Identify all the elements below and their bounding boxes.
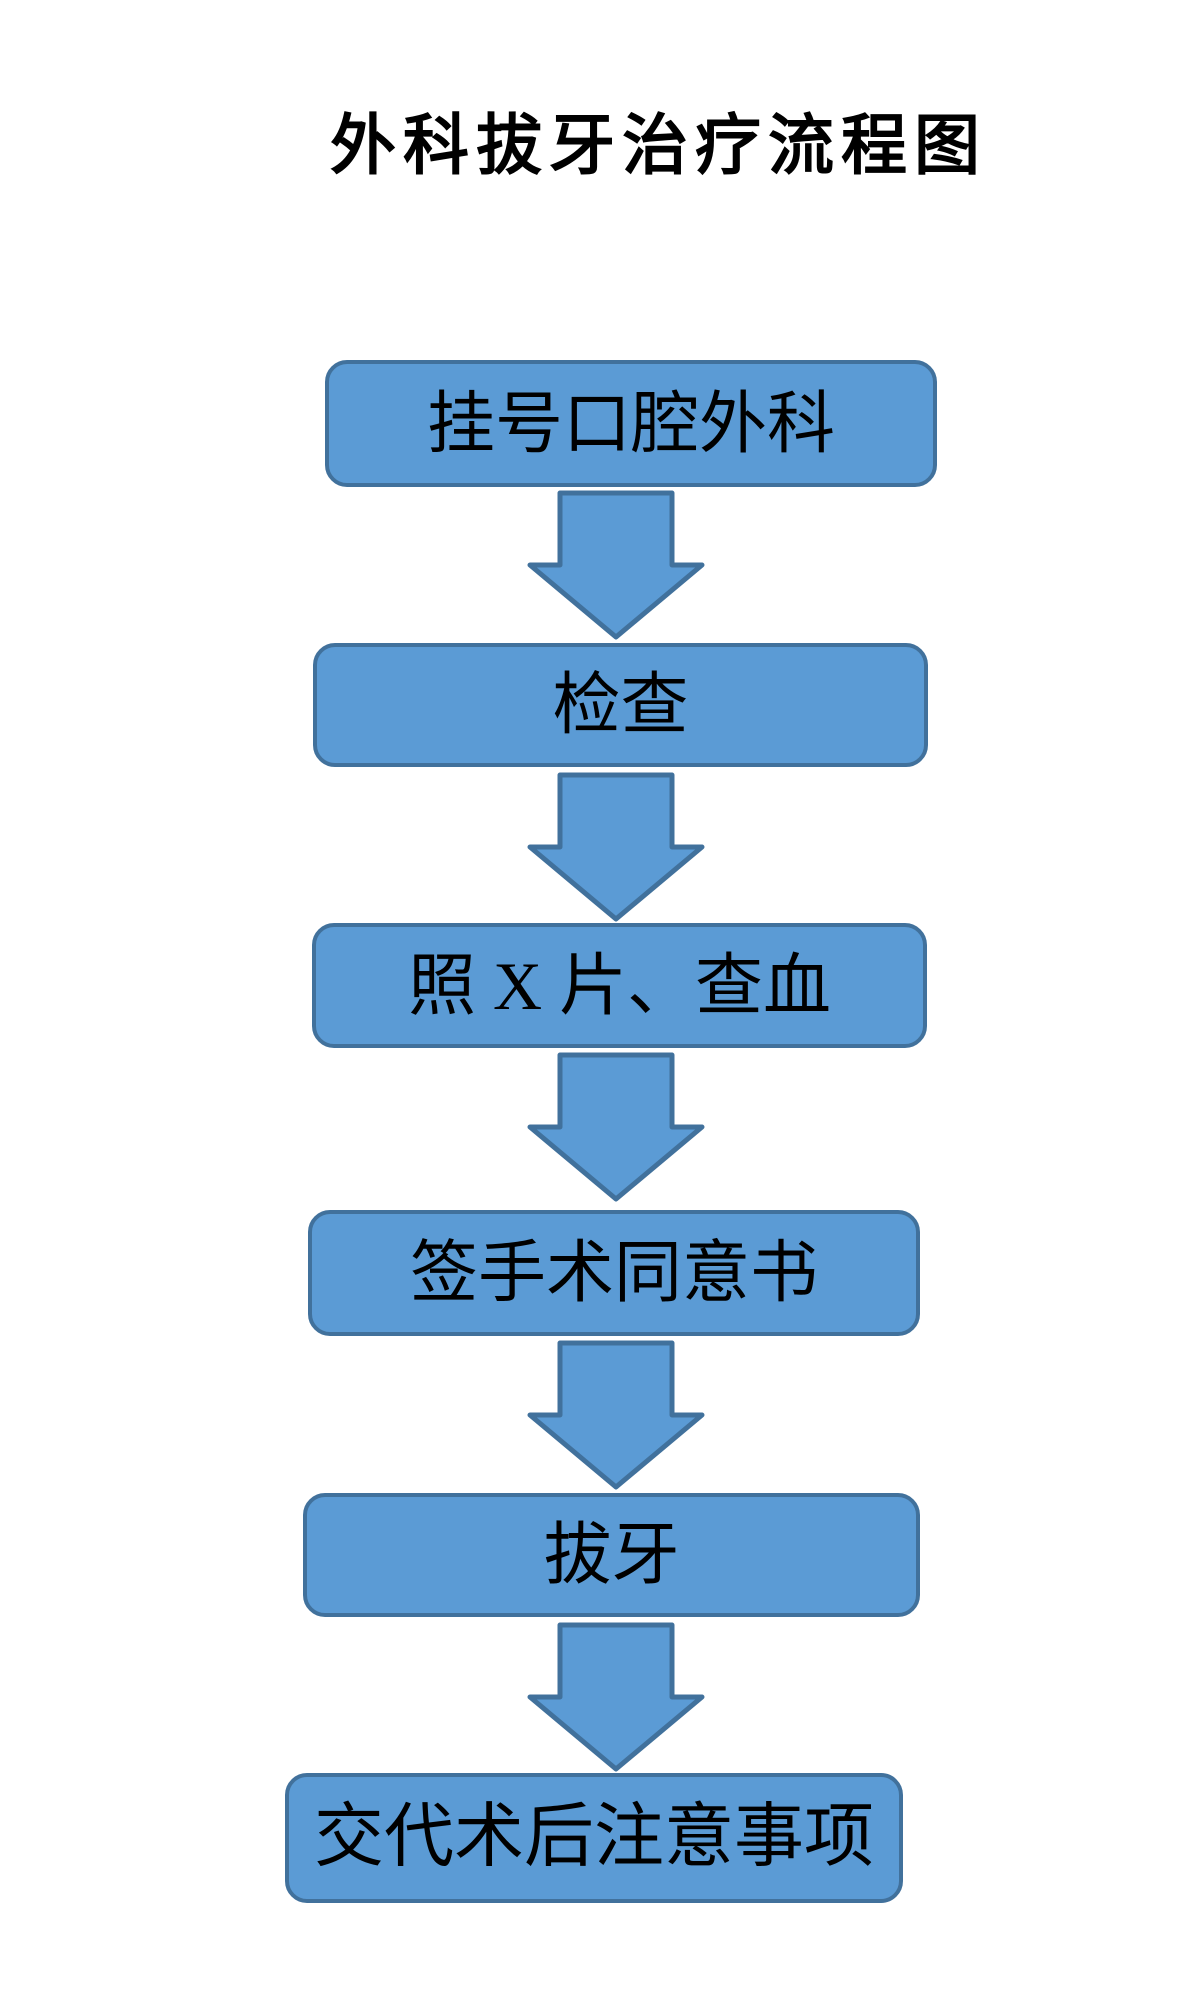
flow-step-extraction: 拔牙 <box>303 1493 920 1617</box>
down-arrow-icon <box>527 1052 705 1202</box>
flow-step-postop-instructions: 交代术后注意事项 <box>285 1773 903 1903</box>
flow-step-label: 照 X 片、查血 <box>407 947 832 1024</box>
flow-step-label: 交代术后注意事项 <box>314 1799 874 1876</box>
flow-step-register: 挂号口腔外科 <box>325 360 937 487</box>
down-arrow-icon <box>527 1340 705 1490</box>
flow-step-examination: 检查 <box>313 643 928 767</box>
down-arrow-icon <box>527 490 705 640</box>
down-arrow-icon <box>527 1622 705 1772</box>
down-arrow-icon <box>527 772 705 922</box>
flow-step-label: 检查 <box>552 667 689 743</box>
flow-step-label: 挂号口腔外科 <box>426 385 835 462</box>
flow-step-xray-bloodtest: 照 X 片、查血 <box>312 923 927 1048</box>
flow-step-label: 拔牙 <box>543 1517 680 1593</box>
flow-step-consent-form: 签手术同意书 <box>308 1210 920 1336</box>
flow-step-label: 签手术同意书 <box>409 1235 818 1311</box>
page-title: 外科拔牙治疗流程图 <box>330 110 987 183</box>
